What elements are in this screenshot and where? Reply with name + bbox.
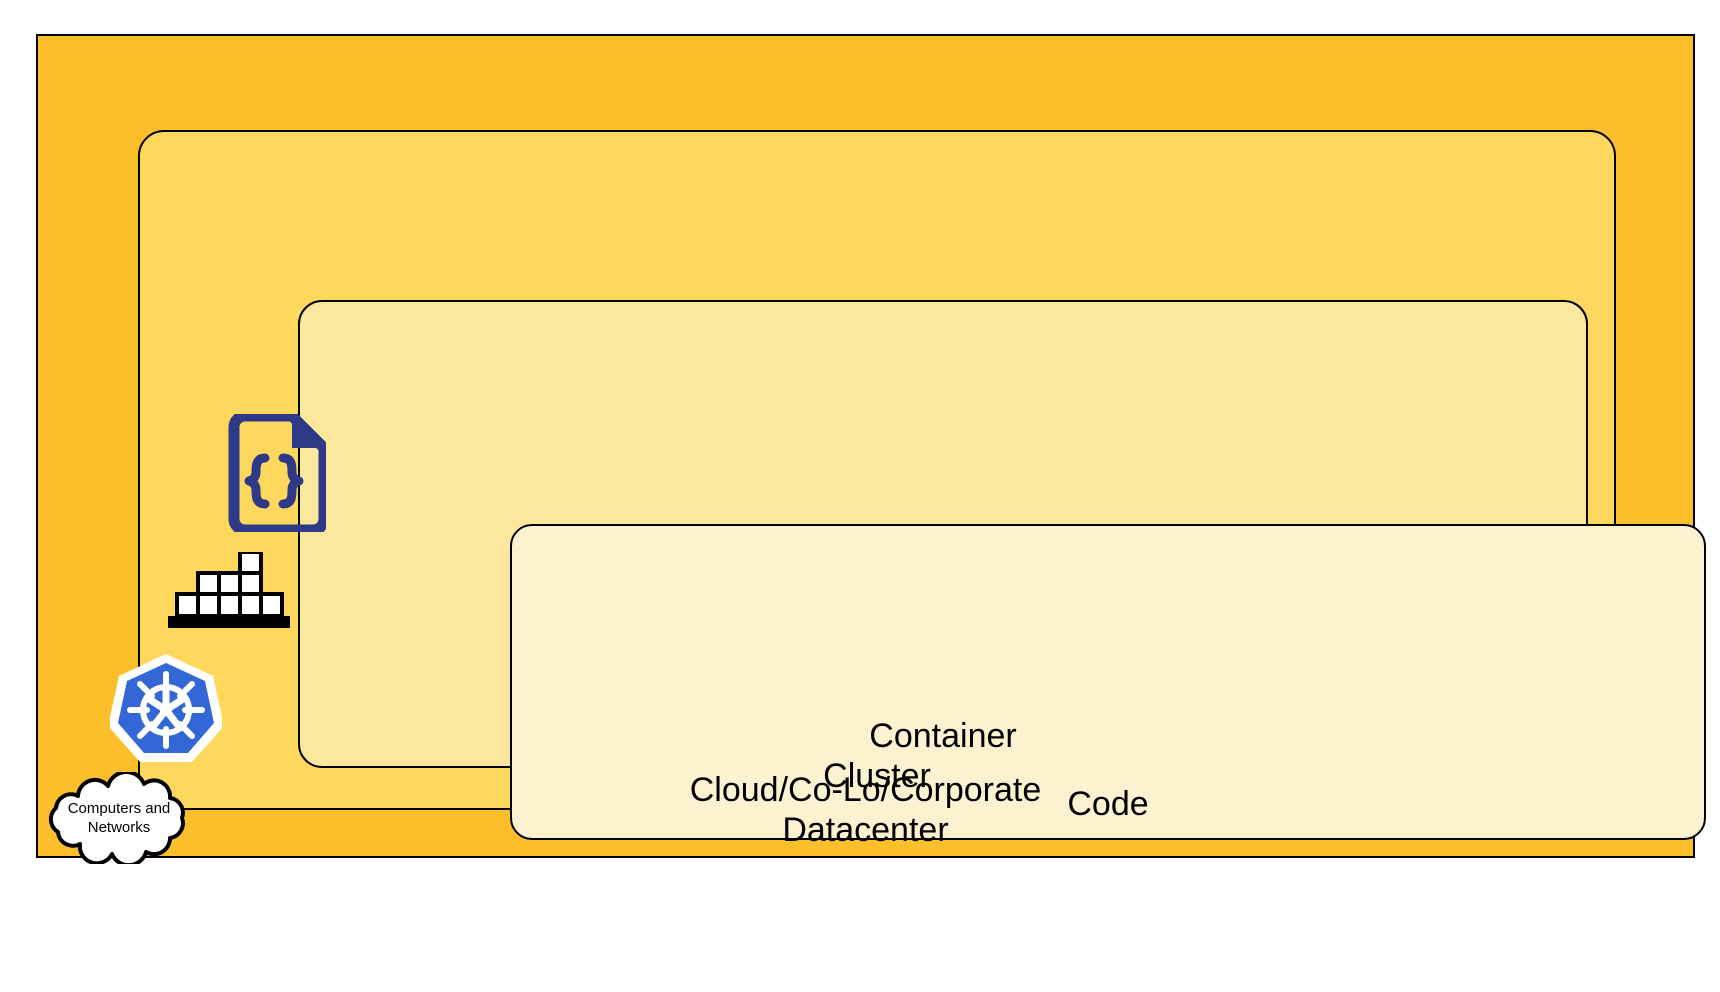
json-document-icon <box>222 410 330 536</box>
layer-code[interactable]: Code <box>510 524 1706 840</box>
layer-cluster[interactable]: Code Container Cluster <box>138 130 1706 840</box>
layer-container[interactable]: Code Container <box>298 300 1706 840</box>
computers-and-networks-callout[interactable]: Computers and Networks <box>36 772 202 864</box>
kubernetes-icon <box>108 652 224 764</box>
stacked-boxes-icon <box>168 550 290 628</box>
cloud-shape-icon <box>48 772 185 864</box>
layer-datacenter[interactable]: Code Container Cluster Cloud/Co-Lo/Corpo… <box>36 34 1706 858</box>
layer-label-code: Code <box>1067 784 1149 823</box>
